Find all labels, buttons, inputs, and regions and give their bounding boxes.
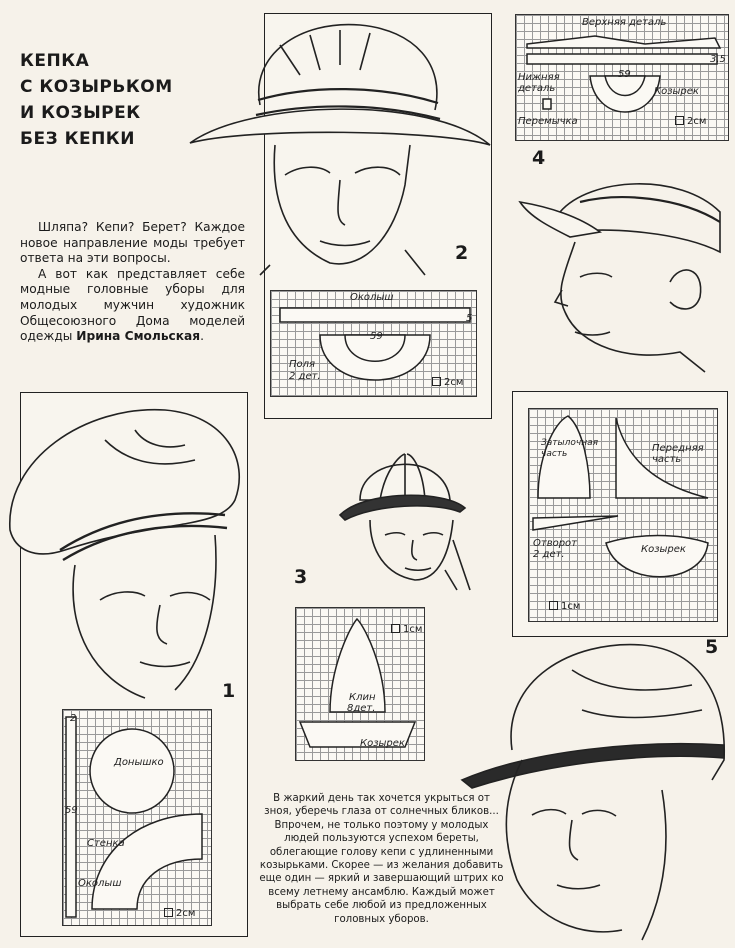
figure-5-scale-text: 1см: [561, 601, 581, 612]
figure-4-pattern-shapes: [526, 35, 722, 113]
figure-1-dim-length: 59: [65, 805, 78, 816]
figure-1-scale: 2см: [164, 908, 195, 919]
figure-1-scale-text: 2см: [176, 908, 196, 919]
scale-square-icon: [164, 908, 173, 917]
figure-4-scale-text: 2см: [687, 116, 707, 127]
intro-paragraph-2-end: .: [200, 329, 204, 344]
figure-2-label-brim-count: 2 дет.: [289, 371, 321, 382]
figure-3-pattern-shapes: [298, 617, 417, 748]
figure-3-label-wedge: Клин: [349, 692, 376, 703]
figure-5-illustration: [460, 643, 726, 941]
article-title: КЕПКА С КОЗЫРЬКОМ И КОЗЫРЕК БЕЗ КЕПКИ: [20, 48, 173, 152]
title-line-3: И КОЗЫРЕК: [20, 103, 141, 123]
figure-4-scale: 2см: [675, 116, 706, 127]
figure-2-dim-width: 5: [466, 313, 473, 324]
title-line-4: БЕЗ КЕПКИ: [20, 129, 135, 149]
figure-1-dim-width: 2: [70, 713, 77, 724]
figure-4-dim-length: 59: [618, 69, 631, 80]
scale-square-icon: [432, 377, 441, 386]
figure-4-label-top: Верхняя деталь: [582, 17, 667, 28]
figure-5-number: 5: [705, 636, 719, 658]
figure-3-illustration: [338, 453, 471, 591]
figure-5-label-turnup-count: 2 дет.: [533, 549, 565, 560]
figure-2-dim-length: 59: [370, 331, 383, 342]
figure-3-scale-text: 1см: [403, 624, 423, 635]
intro-text: Шляпа? Кепи? Берет? Каждое новое направл…: [20, 220, 245, 345]
figure-4-dim-width: 3.5: [710, 54, 726, 65]
figure-3-label-visor: Козырек: [360, 738, 405, 749]
figure-1-label-top: Донышко: [114, 757, 164, 768]
closing-text: В жаркий день так хочется укрыться от зн…: [259, 793, 504, 925]
figure-1-illustration: [9, 408, 240, 699]
figure-4-label-strap: Перемычка: [518, 116, 578, 127]
author-name: Ирина Смольская: [76, 329, 201, 344]
intro-paragraph-1: Шляпа? Кепи? Берет? Каждое новое направл…: [20, 220, 245, 266]
intro-paragraph-2-text: А вот как представляет себе модные голов…: [20, 266, 245, 344]
figure-5-label-turnup: Отворот: [533, 538, 577, 549]
intro-paragraph-2: А вот как представляет себе модные голов…: [20, 267, 245, 345]
figure-1-label-wall: Стенка: [87, 838, 125, 849]
figure-5-label-front: Передняя часть: [652, 443, 704, 465]
figure-5-label-visor: Козырек: [641, 544, 686, 555]
figure-5-label-back: Затылочная часть: [541, 438, 599, 459]
scale-square-icon: [675, 116, 684, 125]
figure-3-number: 3: [294, 566, 308, 588]
figure-2-illustration: [189, 23, 491, 276]
figure-5-pattern-shapes: [532, 415, 709, 578]
figure-2-scale: 2см: [432, 377, 463, 388]
figure-1-label-band: Околыш: [78, 878, 122, 889]
figure-4-label-visor: Козырек: [654, 86, 699, 97]
figure-4-label-bottom: Нижняя деталь: [518, 72, 560, 94]
title-line-1: КЕПКА: [20, 51, 90, 71]
figure-2-scale-text: 2см: [444, 377, 464, 388]
figure-5-scale: 1см: [549, 601, 580, 612]
scale-square-icon: [391, 624, 400, 633]
figure-2-label-band: Околыш: [350, 292, 394, 303]
figure-4-pattern-grid: [515, 14, 729, 141]
figure-1-number: 1: [222, 680, 236, 702]
title-line-2: С КОЗЫРЬКОМ: [20, 77, 173, 97]
figure-3-scale: 1см: [391, 624, 422, 635]
figure-1-pattern-shapes: [65, 716, 203, 918]
figure-2-pattern-shapes: [279, 307, 471, 381]
figure-4-illustration: [518, 183, 721, 373]
figure-2-number: 2: [455, 242, 469, 264]
scale-square-icon: [549, 601, 558, 610]
figure-2-label-brim: Поля: [289, 359, 316, 370]
figure-3-label-wedge-count: 8дет.: [347, 703, 376, 714]
figure-4-number: 4: [532, 147, 546, 169]
